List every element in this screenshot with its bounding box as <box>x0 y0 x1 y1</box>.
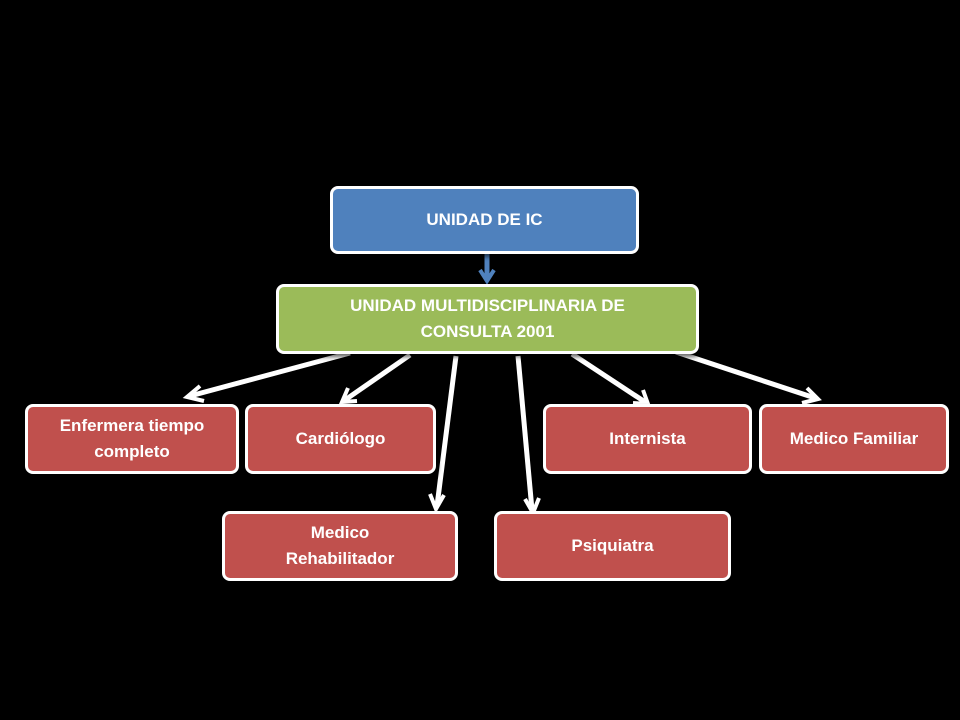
arrow-to-medico-familiar <box>675 349 816 401</box>
node-enfermera: Enfermera tiempo completo <box>25 404 239 474</box>
node-psiquiatra: Psiquiatra <box>494 511 731 581</box>
node-unidad-multidisciplinaria-line1: UNIDAD MULTIDISCIPLINARIA DE <box>350 296 625 315</box>
arrowhead-to-enfermera <box>182 384 205 403</box>
arrowhead-root-to-middle <box>478 268 496 285</box>
node-unidad-de-ic: UNIDAD DE IC <box>330 186 639 254</box>
arrow-to-rehabilitador <box>434 355 459 507</box>
arrowhead-to-cardiologo <box>338 387 358 405</box>
node-medico-familiar: Medico Familiar <box>759 404 949 474</box>
node-cardiologo-label: Cardiólogo <box>295 429 386 448</box>
node-medico-familiar-label: Medico Familiar <box>789 429 919 448</box>
arrowhead-to-rehabilitador <box>428 493 446 514</box>
node-internista: Internista <box>543 404 752 474</box>
arrowhead-to-medico-familiar <box>801 386 822 405</box>
node-cardiologo: Cardiólogo <box>245 404 436 474</box>
arrow-to-internista <box>570 351 647 405</box>
node-enfermera-line1: Enfermera tiempo <box>59 416 205 435</box>
node-unidad-multidisciplinaria-line2: CONSULTA 2001 <box>420 322 555 341</box>
arrow-to-enfermera <box>189 350 351 399</box>
node-unidad-de-ic-label: UNIDAD DE IC <box>426 210 543 229</box>
node-enfermera-line2: completo <box>94 442 170 461</box>
node-internista-label: Internista <box>609 429 686 448</box>
arrow-to-cardiologo <box>343 352 412 403</box>
node-psiquiatra-label: Psiquiatra <box>571 536 654 555</box>
node-rehabilitador-line2: Rehabilitador <box>285 549 395 568</box>
arrow-to-psiquiatra <box>515 355 535 511</box>
node-rehabilitador: Medico Rehabilitador <box>222 511 458 581</box>
node-unidad-multidisciplinaria: UNIDAD MULTIDISCIPLINARIA DE CONSULTA 20… <box>276 284 699 354</box>
node-rehabilitador-line1: Medico <box>310 523 370 542</box>
